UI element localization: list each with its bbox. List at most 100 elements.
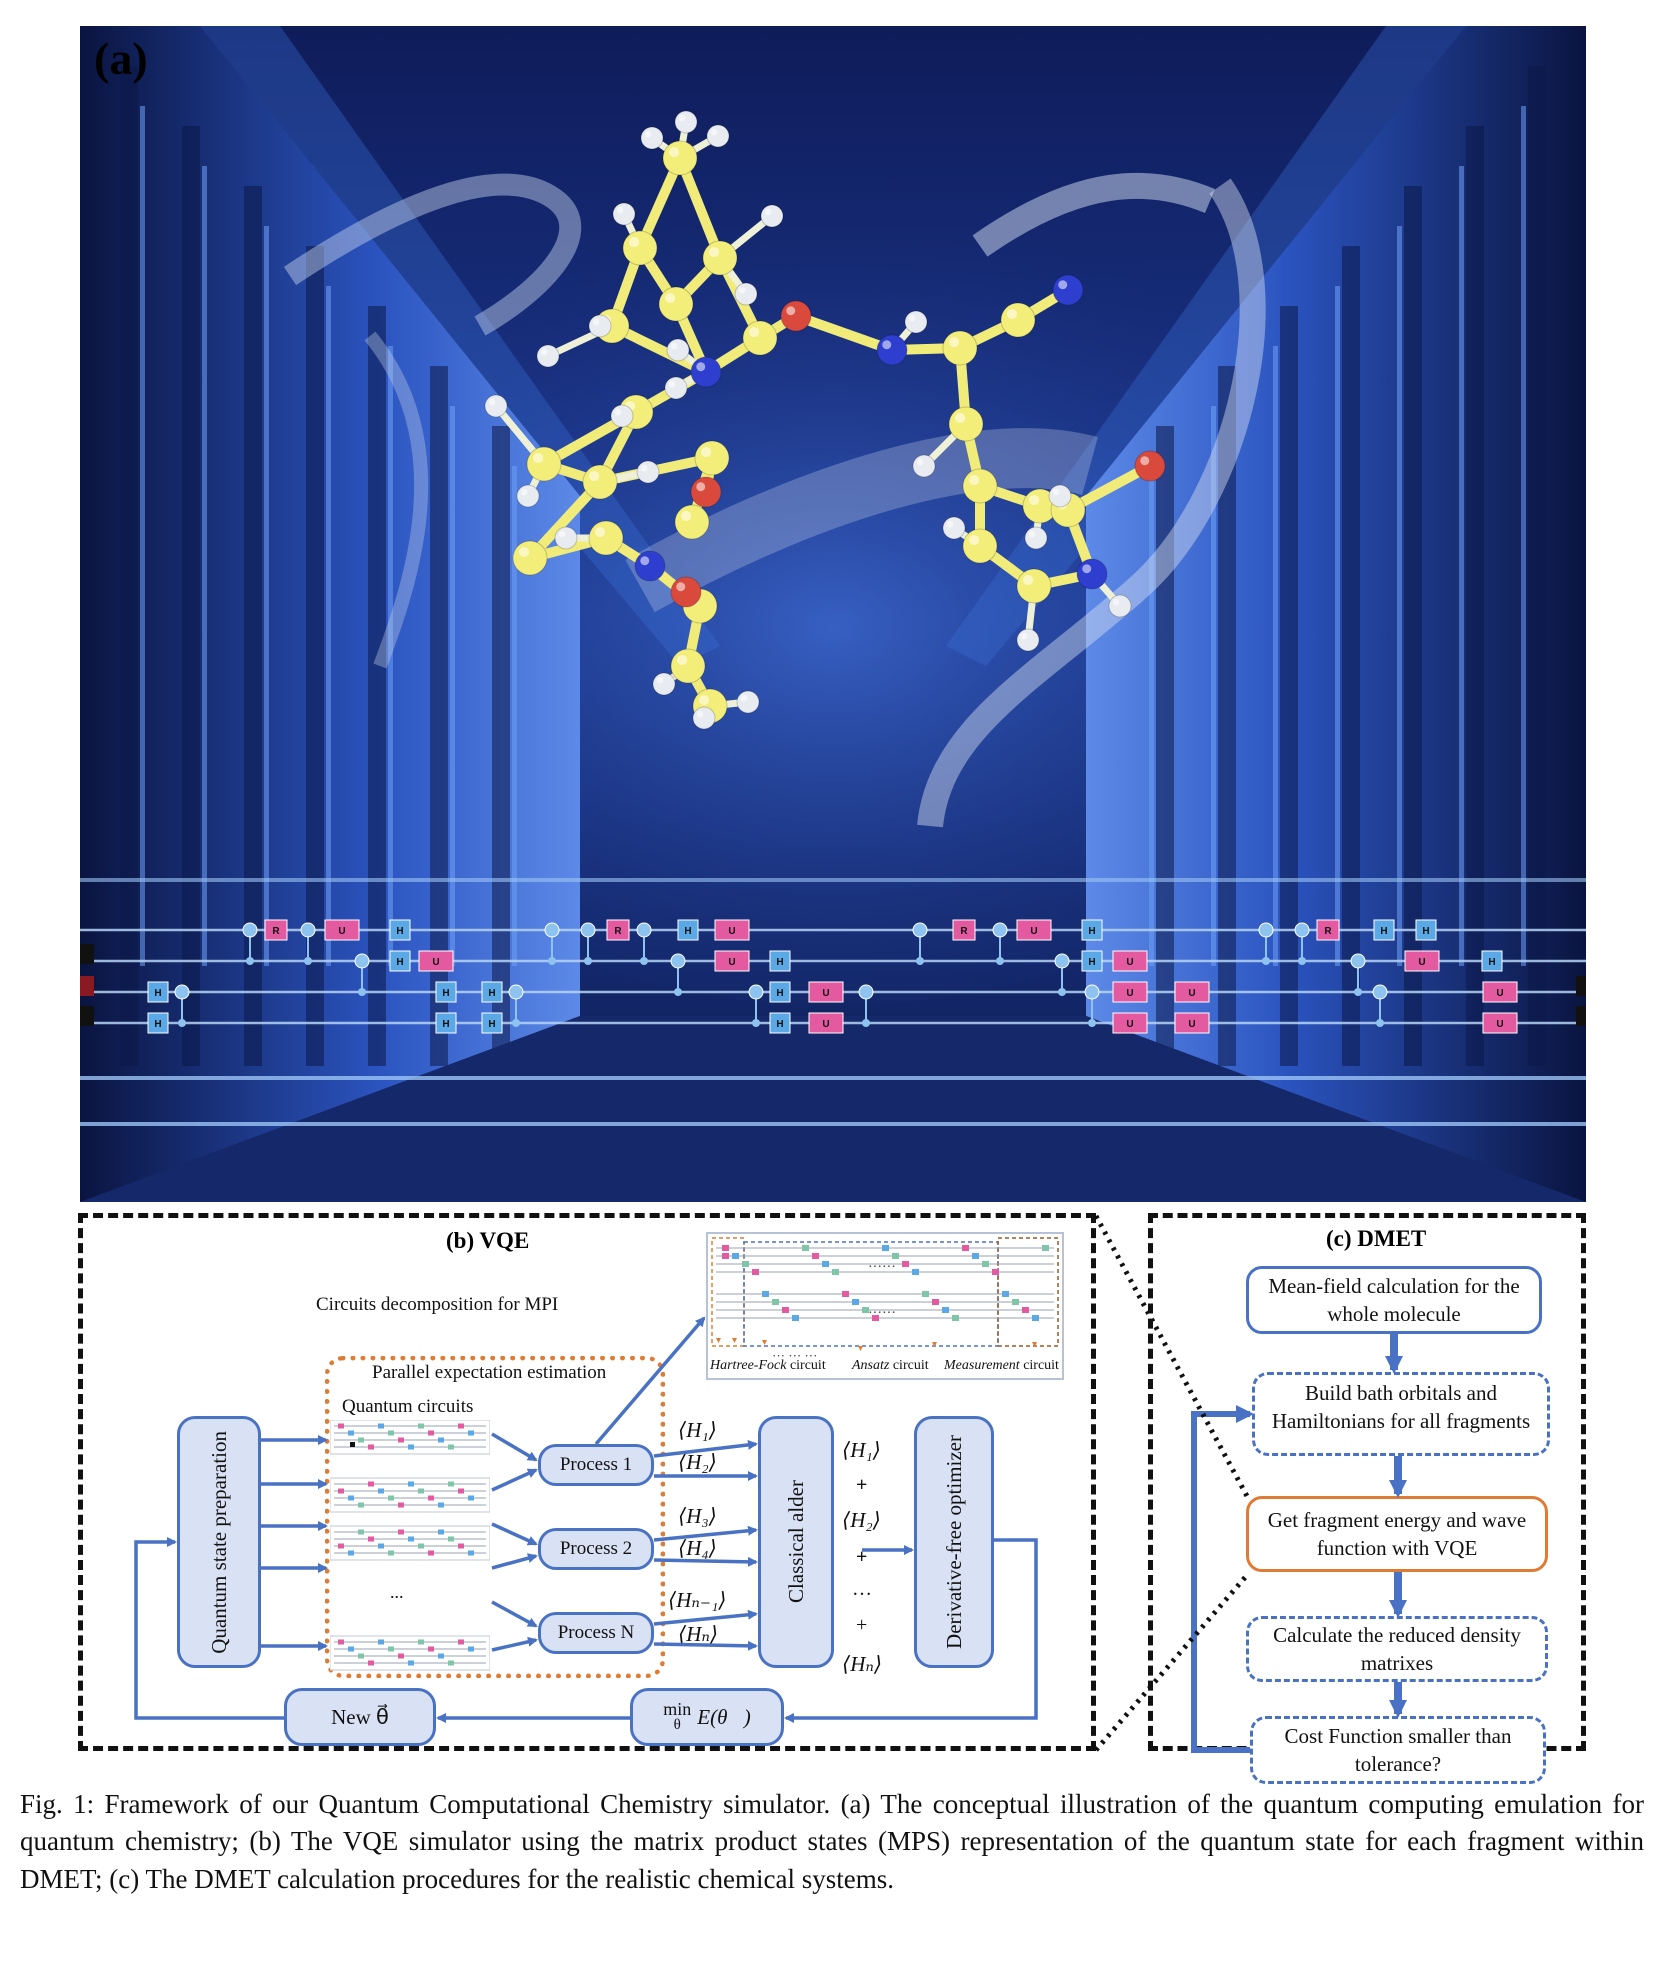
inset-gate bbox=[812, 1253, 819, 1259]
dmet-step-bath-orbitals: Build bath orbitals and Hamiltonians for… bbox=[1252, 1372, 1550, 1456]
hydrogen-atom bbox=[1048, 484, 1072, 508]
atom-highlight bbox=[532, 452, 544, 464]
dmet-step-vqe: Get fragment energy and wave function wi… bbox=[1246, 1496, 1548, 1572]
cnot-control bbox=[300, 922, 316, 938]
cnot-target bbox=[512, 1019, 520, 1027]
hydrogen-atom bbox=[736, 690, 760, 714]
atom-highlight bbox=[614, 408, 622, 416]
cnot-control bbox=[1294, 922, 1310, 938]
atom-highlight bbox=[616, 206, 624, 214]
cnot-target bbox=[862, 1019, 870, 1027]
rack-column-right bbox=[1156, 426, 1174, 1066]
classical-adder-box: Classical alder bbox=[758, 1416, 834, 1668]
inset-gate bbox=[852, 1299, 859, 1305]
cnot-control bbox=[636, 922, 652, 938]
qubit-terminal bbox=[1576, 1006, 1586, 1026]
inset-gate bbox=[762, 1291, 769, 1297]
cnot-control bbox=[1054, 953, 1070, 969]
mini-gate bbox=[348, 1495, 354, 1501]
rotation-gate bbox=[324, 919, 360, 941]
atom-highlight bbox=[640, 464, 648, 472]
inset-gate bbox=[942, 1307, 949, 1313]
mini-marker bbox=[350, 1442, 355, 1447]
rack-column-left bbox=[492, 426, 510, 1066]
cnot-target bbox=[584, 957, 592, 965]
carbon-atom bbox=[948, 406, 984, 442]
mini-gate bbox=[448, 1481, 454, 1487]
hydrogen-atom bbox=[640, 126, 664, 150]
hydrogen-atom bbox=[1024, 526, 1048, 550]
inset-marker bbox=[932, 1342, 937, 1347]
carbon-atom bbox=[742, 320, 778, 356]
cnot-target bbox=[178, 1019, 186, 1027]
carbon-atom bbox=[622, 230, 658, 266]
atom-highlight bbox=[558, 530, 566, 538]
inset-marker bbox=[732, 1338, 737, 1343]
min-energy-box: min θ E(θ⃗) bbox=[630, 1688, 784, 1746]
process-1-box: Process 1 bbox=[538, 1444, 654, 1486]
cnot-target bbox=[1088, 1019, 1096, 1027]
rack-column-left bbox=[368, 306, 386, 1066]
atom-highlight bbox=[1022, 574, 1034, 586]
inset-gate bbox=[892, 1253, 899, 1259]
inset-gate bbox=[822, 1261, 829, 1267]
mini-gate bbox=[408, 1660, 414, 1666]
rack-column-right bbox=[1466, 126, 1484, 1066]
quantum-circuits-label: Quantum circuits bbox=[342, 1396, 474, 1417]
rack-column-left bbox=[244, 186, 262, 1066]
mini-gate bbox=[368, 1444, 374, 1450]
atom-highlight bbox=[668, 146, 680, 158]
rack-column-right bbox=[1342, 246, 1360, 1066]
new-theta-box: New θ⃗ bbox=[284, 1688, 436, 1746]
cnot-control bbox=[1258, 922, 1274, 938]
mini-gate bbox=[338, 1639, 344, 1645]
cnot-control bbox=[508, 984, 524, 1000]
gate-label: R bbox=[272, 926, 280, 937]
rotation-gate bbox=[1316, 919, 1340, 941]
nitrogen-atom bbox=[1076, 558, 1108, 590]
hadamard-gate bbox=[769, 1012, 791, 1034]
mini-gate bbox=[358, 1502, 364, 1508]
cnot-target bbox=[640, 957, 648, 965]
atom-highlight bbox=[594, 526, 606, 538]
inset-circuits bbox=[711, 1237, 1059, 1351]
rack-light-right bbox=[1397, 226, 1402, 966]
rack-light-right bbox=[1521, 106, 1526, 966]
atom-highlight bbox=[738, 286, 746, 294]
mini-gate bbox=[388, 1550, 394, 1556]
inset-gate bbox=[912, 1269, 919, 1275]
hadamard-gate bbox=[1373, 919, 1395, 941]
molecule-bond bbox=[675, 153, 725, 263]
atom-highlight bbox=[764, 208, 772, 216]
dmet-step-cost-function: Cost Function smaller than tolerance? bbox=[1250, 1716, 1546, 1784]
parallel-expectation-label: Parallel expectation estimation bbox=[372, 1362, 607, 1383]
atom-highlight bbox=[916, 458, 924, 466]
mini-gate bbox=[408, 1481, 414, 1487]
mini-circuit-list bbox=[330, 1420, 490, 1671]
mini-gate bbox=[368, 1481, 374, 1487]
mini-gate bbox=[378, 1639, 384, 1645]
expectation-hn-1: ⟨Hₙ₋₁⟩ bbox=[668, 1588, 727, 1612]
gate-label: U bbox=[1126, 988, 1133, 999]
atom-highlight bbox=[946, 520, 954, 528]
atom-highlight bbox=[968, 534, 980, 546]
mini-gate bbox=[348, 1430, 354, 1436]
rack-light-left bbox=[140, 106, 145, 966]
gate-label: U bbox=[1188, 1019, 1195, 1030]
cnot-target bbox=[1354, 988, 1362, 996]
atom-highlight bbox=[656, 676, 664, 684]
inset-dots-bottom: ··· ··· ··· bbox=[772, 1348, 818, 1363]
mini-gate bbox=[358, 1653, 364, 1659]
gate-label: H bbox=[442, 988, 449, 999]
rotation-gate bbox=[1112, 1012, 1148, 1034]
cnot-control bbox=[1084, 984, 1100, 1000]
hadamard-gate bbox=[1081, 950, 1103, 972]
inset-gate bbox=[742, 1261, 749, 1267]
atom-highlight bbox=[678, 114, 686, 122]
gate-label: H bbox=[1488, 957, 1495, 968]
mini-gate bbox=[428, 1550, 434, 1556]
circuits-decomposition-label: Circuits decomposition for MPI bbox=[316, 1294, 559, 1315]
carbon-atom bbox=[512, 540, 548, 576]
